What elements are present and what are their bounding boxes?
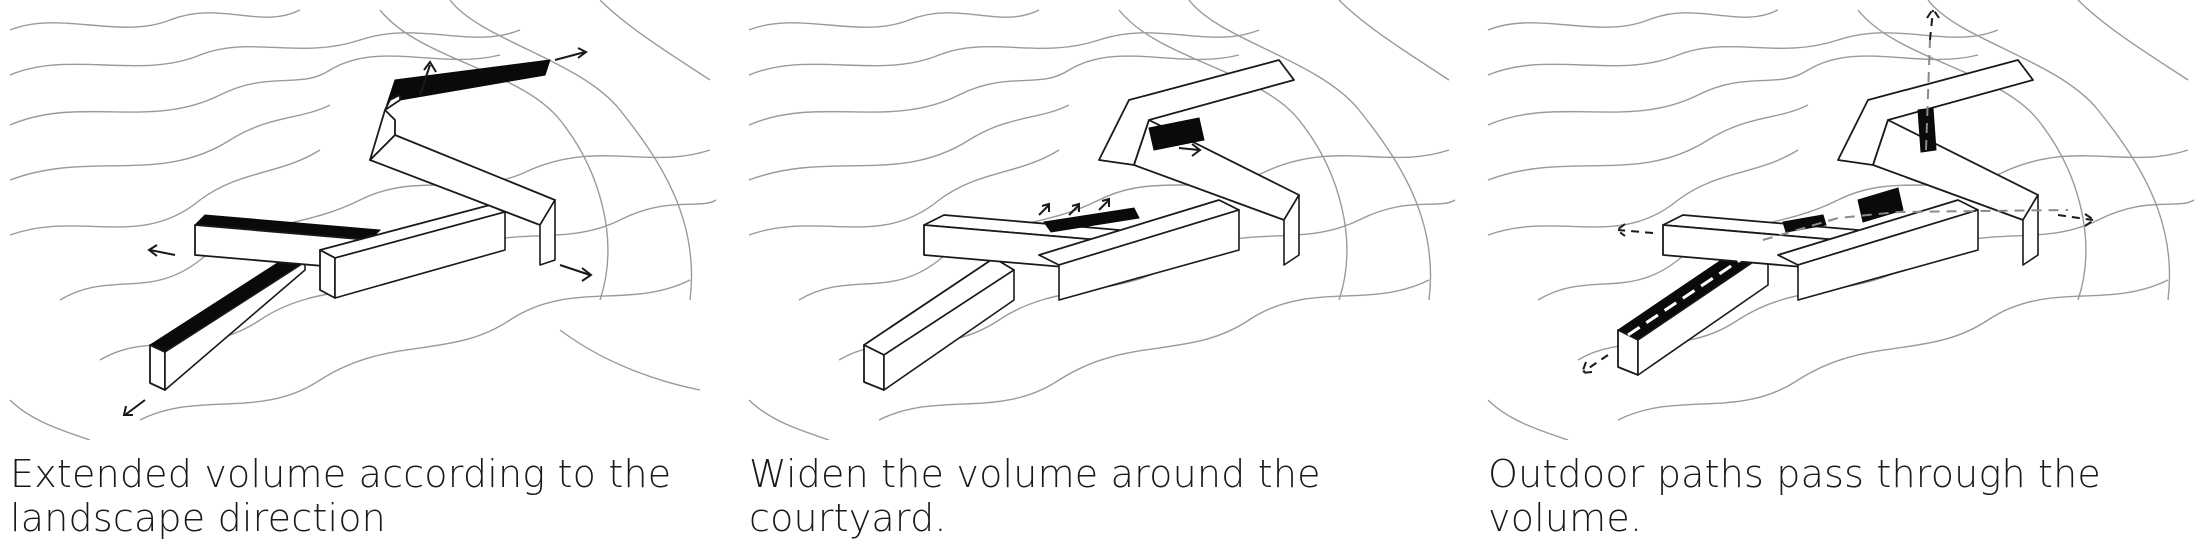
- diagram-panel-outdoor-paths: Outdoor paths pass through the volume.: [1478, 0, 2194, 550]
- caption: Widen the volume around the courtyard.: [749, 452, 1449, 540]
- massing-diagram-1: [0, 0, 716, 440]
- diagram-panel-extended-volume: Extended volume according to the landsca…: [0, 0, 716, 550]
- contour-lines: [10, 0, 716, 440]
- diagram-panel-widen-volume: Widen the volume around the courtyard.: [739, 0, 1455, 550]
- massing-diagram-2: [739, 0, 1455, 440]
- massing-diagram-3: [1478, 0, 2194, 440]
- caption: Extended volume according to the landsca…: [10, 452, 710, 540]
- building-volume: [864, 60, 1299, 390]
- caption: Outdoor paths pass through the volume.: [1488, 452, 2188, 540]
- building-volume: [150, 60, 555, 390]
